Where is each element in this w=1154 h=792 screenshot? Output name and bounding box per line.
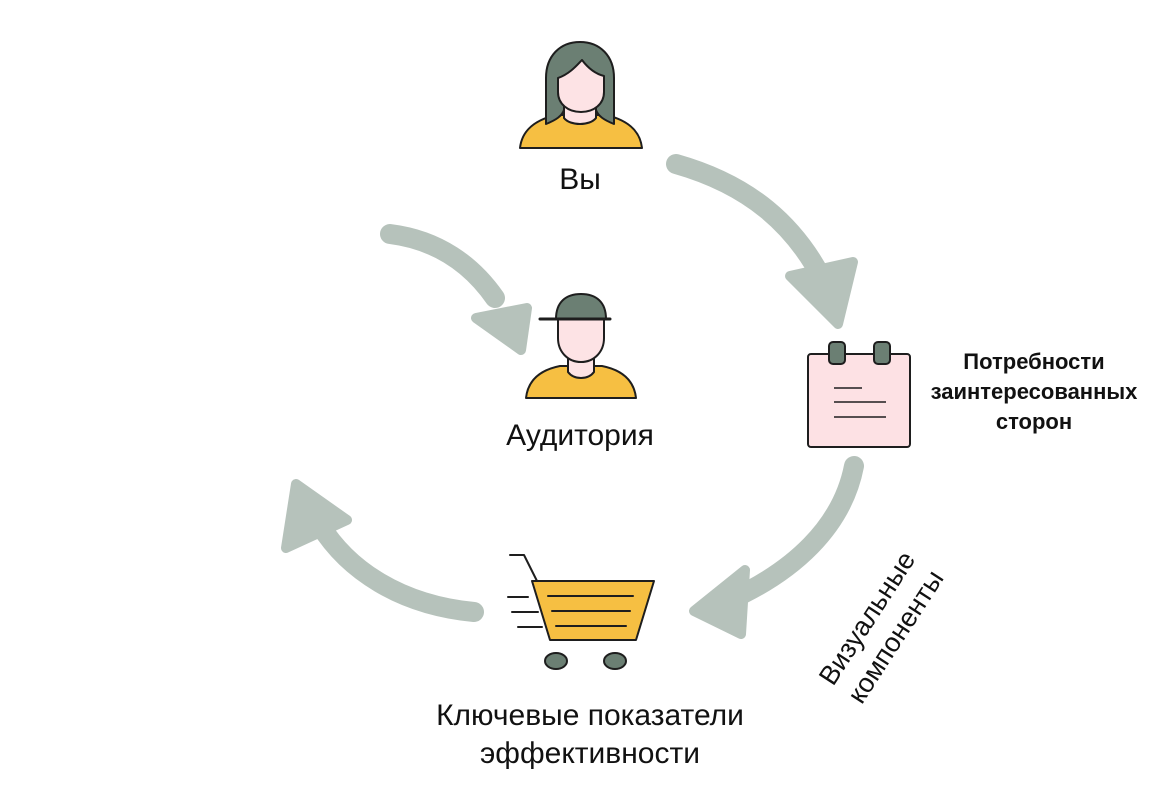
shopping-cart-icon (507, 554, 655, 670)
notepad-icon (807, 341, 911, 448)
node-label-kpi: Ключевые показатели эффективности (436, 699, 744, 770)
woman-person-icon (519, 41, 643, 149)
node-label-you: Вы (559, 163, 601, 196)
arrow-to-audience (380, 224, 532, 355)
arrow-kpi-to-loop (281, 479, 484, 622)
arrow-you-to-stakeholders (666, 154, 858, 329)
person-cap-icon (525, 293, 637, 399)
node-label-audience: Аудитория (506, 419, 654, 452)
arrow-stakeholders-to-kpi (689, 456, 864, 639)
node-label-stakeholder-needs: Потребности заинтересованных сторон (930, 349, 1138, 435)
